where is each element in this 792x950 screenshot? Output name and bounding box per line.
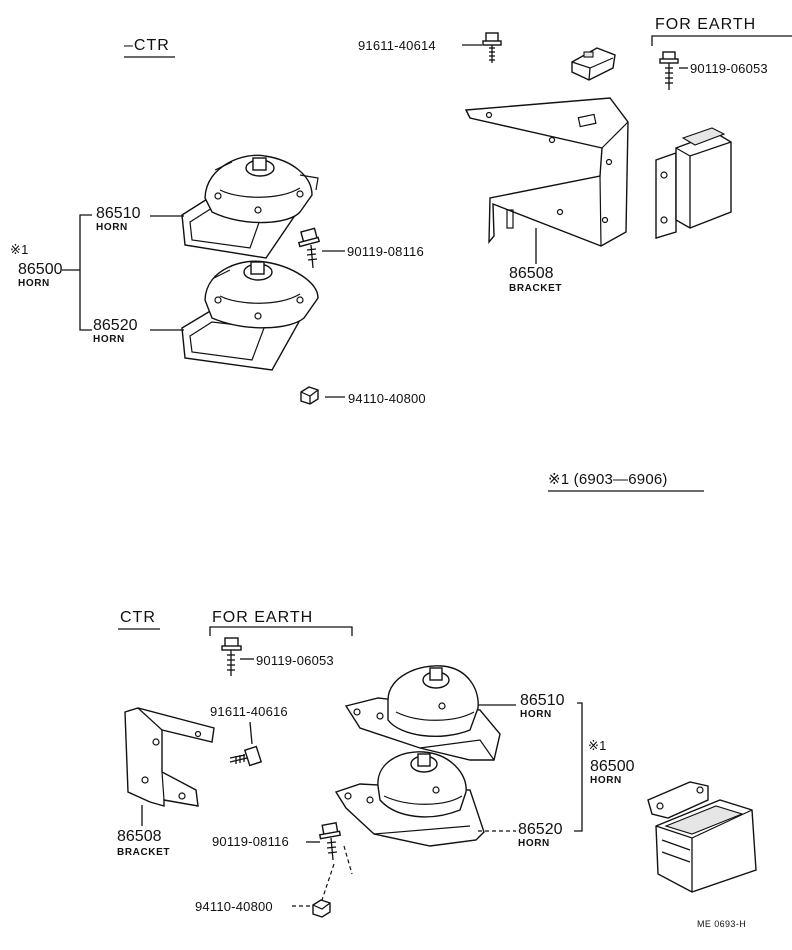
bottom-horn-upper-num: 86510	[520, 692, 565, 709]
top-bolt-90119-label: 90119-08116	[347, 244, 424, 259]
bottom-bracket-86508-icon	[124, 707, 215, 807]
top-connector-block-icon	[571, 47, 616, 81]
top-horn-86520-icon	[181, 260, 319, 371]
bottom-bracket-num: 86508	[117, 828, 162, 845]
bottom-variant-label: CTR	[120, 609, 156, 626]
top-assy-bracket-line	[79, 214, 92, 331]
top-bracket-86508-icon	[464, 97, 629, 247]
top-nut-94110-label: 94110-40800	[348, 391, 426, 406]
bottom-assy-mark: ※1	[588, 738, 607, 753]
bottom-assy-name: HORN	[590, 775, 622, 786]
top-horn-86510-icon	[181, 154, 319, 259]
top-bolt-91611-icon	[482, 32, 502, 63]
top-horn-upper-num: 86510	[96, 205, 141, 222]
bottom-relay-box-icon	[647, 781, 757, 893]
bottom-bolt-90119-label: 90119-08116	[212, 834, 289, 849]
bottom-section: CTR FOR EARTH 90119-06053 86508 B	[117, 609, 757, 929]
top-for-earth-bracket	[651, 35, 792, 46]
top-section: –CTR FOR EARTH 91611-40614	[10, 16, 792, 406]
bottom-horn-upper-name: HORN	[520, 709, 552, 720]
bottom-bracket-name: BRACKET	[117, 847, 170, 858]
top-horn-lower-num: 86520	[93, 317, 138, 334]
footer-code: ME 0693-H	[697, 919, 746, 929]
bottom-nut-94110-label: 94110-40800	[195, 899, 273, 914]
bottom-assy-bracket-line	[574, 702, 583, 832]
top-bolt-90119-earth-label: 90119-06053	[690, 61, 768, 76]
bottom-dash-line-2	[321, 863, 335, 901]
top-bracket-num: 86508	[509, 265, 554, 282]
bottom-bolt-91611-label: 91611-40616	[210, 704, 288, 719]
bottom-assy-num: 86500	[590, 758, 635, 775]
top-variant-label: –CTR	[124, 37, 170, 54]
top-for-earth-label: FOR EARTH	[655, 16, 756, 33]
bottom-bolt-90119-icon	[318, 822, 342, 861]
bottom-horn-86520-icon	[334, 751, 485, 847]
bottom-bolt-90119-earth-icon	[221, 637, 242, 676]
top-assy-name: HORN	[18, 278, 50, 289]
bottom-horn-lower-num: 86520	[518, 821, 563, 838]
top-bracket-name: BRACKET	[509, 283, 562, 294]
bottom-for-earth-label: FOR EARTH	[212, 609, 313, 626]
top-bolt-90119-earth-icon	[659, 51, 679, 90]
top-horn-lower-name: HORN	[93, 334, 125, 345]
top-assy-num: 86500	[18, 261, 63, 278]
bottom-bolt-91611-icon	[229, 745, 263, 767]
bottom-horn-lower-name: HORN	[518, 838, 550, 849]
top-bolt-90119-icon	[297, 227, 321, 269]
bottom-dash-line-1	[343, 845, 353, 875]
top-nut-94110-icon	[300, 386, 319, 405]
top-assy-mark: ※1	[10, 242, 29, 257]
applicability-note: ※1 (6903—6906)	[548, 471, 668, 488]
bottom-for-earth-bracket	[209, 626, 353, 636]
bottom-leader-91611	[249, 721, 253, 745]
top-bolt-91611-label: 91611-40614	[358, 38, 436, 53]
top-relay-box-icon	[655, 127, 732, 239]
top-horn-upper-name: HORN	[96, 222, 128, 233]
bottom-nut-94110-icon	[312, 899, 331, 918]
bottom-bolt-90119-earth-label: 90119-06053	[256, 653, 334, 668]
bottom-horn-86510-icon	[344, 665, 501, 761]
